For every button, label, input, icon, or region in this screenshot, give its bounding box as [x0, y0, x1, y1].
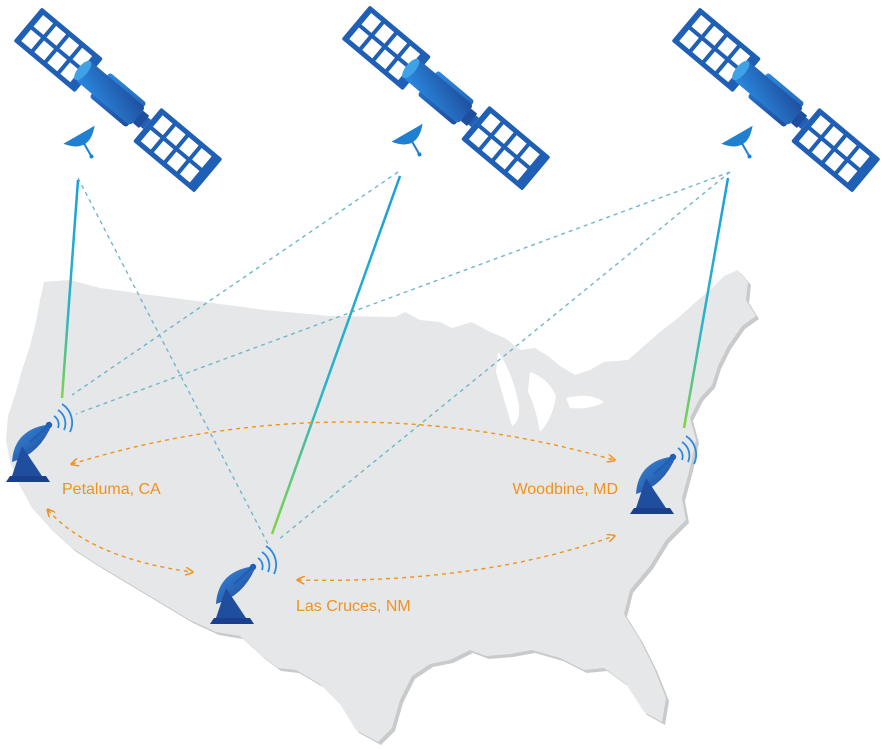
solid-satellite-links	[60, 175, 730, 535]
satellite-icon	[340, 4, 552, 192]
ground-station-woodbine: Woodbine, MD	[512, 434, 698, 516]
ground-station-petaluma: Petaluma, CA	[4, 402, 161, 498]
station-label: Woodbine, MD	[512, 481, 618, 498]
united-states-map	[6, 270, 759, 745]
satellite-icon	[670, 6, 882, 194]
dashed-satellite-links	[71, 171, 731, 549]
satellite-center	[340, 4, 552, 192]
satellite-right	[670, 6, 882, 194]
satellite-left	[12, 6, 224, 194]
ground-station-las-cruces: Las Cruces, NM	[208, 544, 411, 626]
station-label: Las Cruces, NM	[296, 598, 411, 615]
station-label: Petaluma, CA	[62, 481, 161, 498]
ground-station-links	[48, 421, 614, 580]
satellite-icon	[12, 6, 224, 194]
